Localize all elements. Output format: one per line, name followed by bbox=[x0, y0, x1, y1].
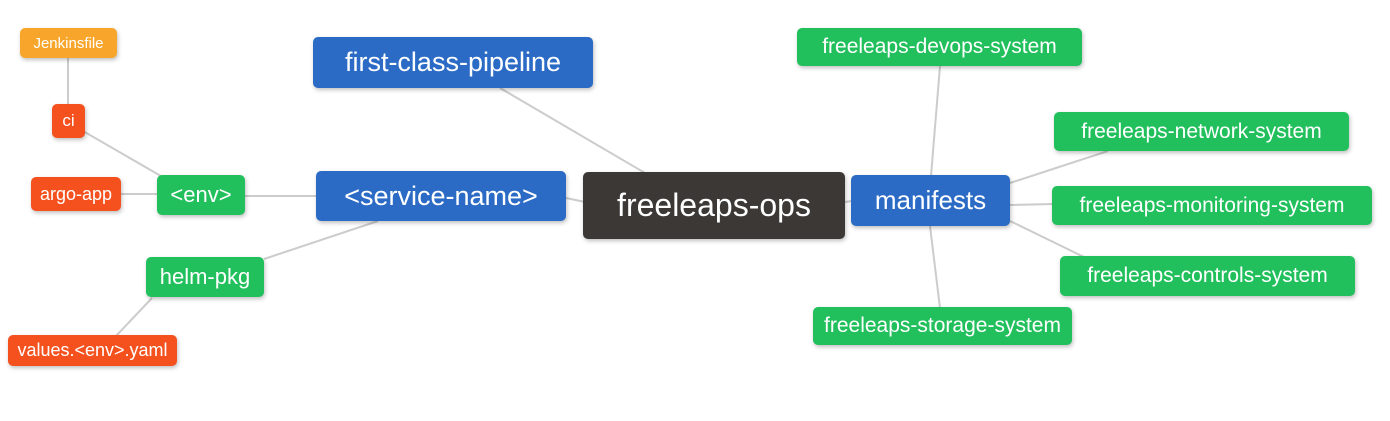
node-freeleaps-devops-system[interactable]: freeleaps-devops-system bbox=[797, 28, 1082, 66]
node-values-env-yaml[interactable]: values.<env>.yaml bbox=[8, 335, 177, 366]
node-first-class-pipeline[interactable]: first-class-pipeline bbox=[313, 37, 593, 88]
node-jenkinsfile[interactable]: Jenkinsfile bbox=[20, 28, 117, 58]
node-ci[interactable]: ci bbox=[52, 104, 85, 138]
edge-freeleaps-ops-manifests bbox=[844, 200, 853, 203]
edge-service-name-freeleaps-ops bbox=[565, 197, 586, 203]
node-argo-app[interactable]: argo-app bbox=[31, 177, 121, 211]
node-freeleaps-network-system[interactable]: freeleaps-network-system bbox=[1054, 112, 1349, 151]
edge-manifests-storage-system bbox=[929, 225, 941, 309]
edge-values-helm-pkg bbox=[115, 297, 153, 337]
edge-ci-env bbox=[82, 130, 174, 184]
edge-helm-pkg-service-name bbox=[263, 220, 379, 260]
edge-manifests-devops-system bbox=[930, 65, 941, 177]
edge-manifests-monitoring-system bbox=[1009, 203, 1054, 206]
edge-manifests-controls-system bbox=[1009, 220, 1087, 259]
node-service-name[interactable]: <service-name> bbox=[316, 171, 566, 221]
node-env[interactable]: <env> bbox=[157, 175, 245, 215]
node-freeleaps-controls-system[interactable]: freeleaps-controls-system bbox=[1060, 256, 1355, 296]
node-helm-pkg[interactable]: helm-pkg bbox=[146, 257, 264, 297]
node-freeleaps-storage-system[interactable]: freeleaps-storage-system bbox=[813, 307, 1072, 345]
edge-manifests-network-system bbox=[1009, 150, 1109, 184]
edge-first-class-pipeline-freeleaps-ops bbox=[499, 87, 646, 174]
node-freeleaps-ops-root[interactable]: freeleaps-ops bbox=[583, 172, 845, 239]
node-manifests[interactable]: manifests bbox=[851, 175, 1010, 226]
node-freeleaps-monitoring-system[interactable]: freeleaps-monitoring-system bbox=[1052, 186, 1372, 225]
